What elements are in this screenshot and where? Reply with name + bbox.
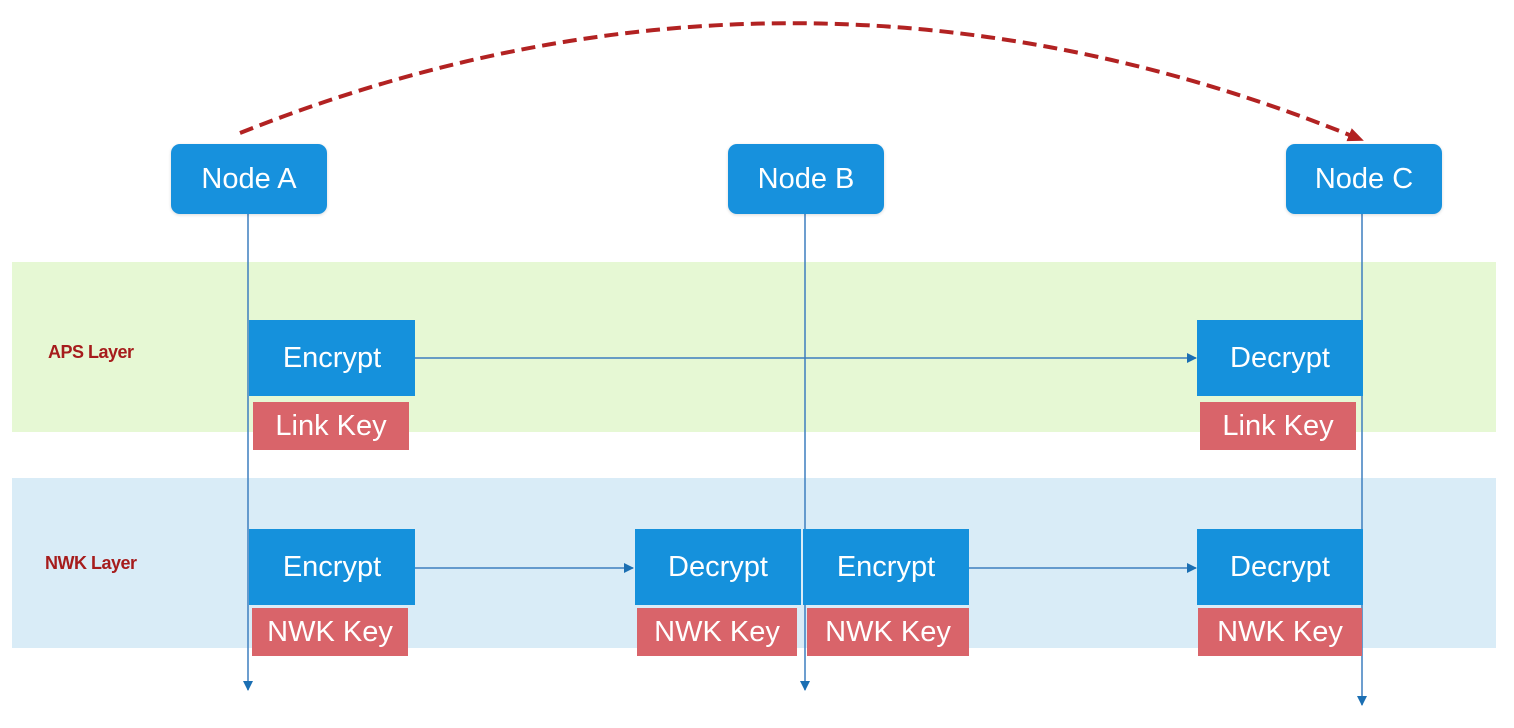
nwk-b-encrypt-key: NWK Key <box>807 608 969 656</box>
nwk-b-decrypt-key: NWK Key <box>637 608 797 656</box>
aps-encrypt-link-key: Link Key <box>253 402 409 450</box>
node-a: Node A <box>171 144 327 214</box>
aps-encrypt-box: Encrypt <box>249 320 415 396</box>
nwk-c-key: NWK Key <box>1198 608 1362 656</box>
nwk-b-encrypt-box: Encrypt <box>803 529 969 605</box>
node-b: Node B <box>728 144 884 214</box>
aps-decrypt-link-key: Link Key <box>1200 402 1356 450</box>
end-to-end-arrow <box>239 21 1364 142</box>
aps-decrypt-box: Decrypt <box>1197 320 1363 396</box>
node-c: Node C <box>1286 144 1442 214</box>
nwk-layer-label: NWK Layer <box>45 553 137 573</box>
nwk-a-key: NWK Key <box>252 608 408 656</box>
nwk-a-encrypt-box: Encrypt <box>249 529 415 605</box>
nwk-c-decrypt-box: Decrypt <box>1197 529 1363 605</box>
aps-layer-label: APS Layer <box>48 342 134 362</box>
nwk-b-decrypt-box: Decrypt <box>635 529 801 605</box>
